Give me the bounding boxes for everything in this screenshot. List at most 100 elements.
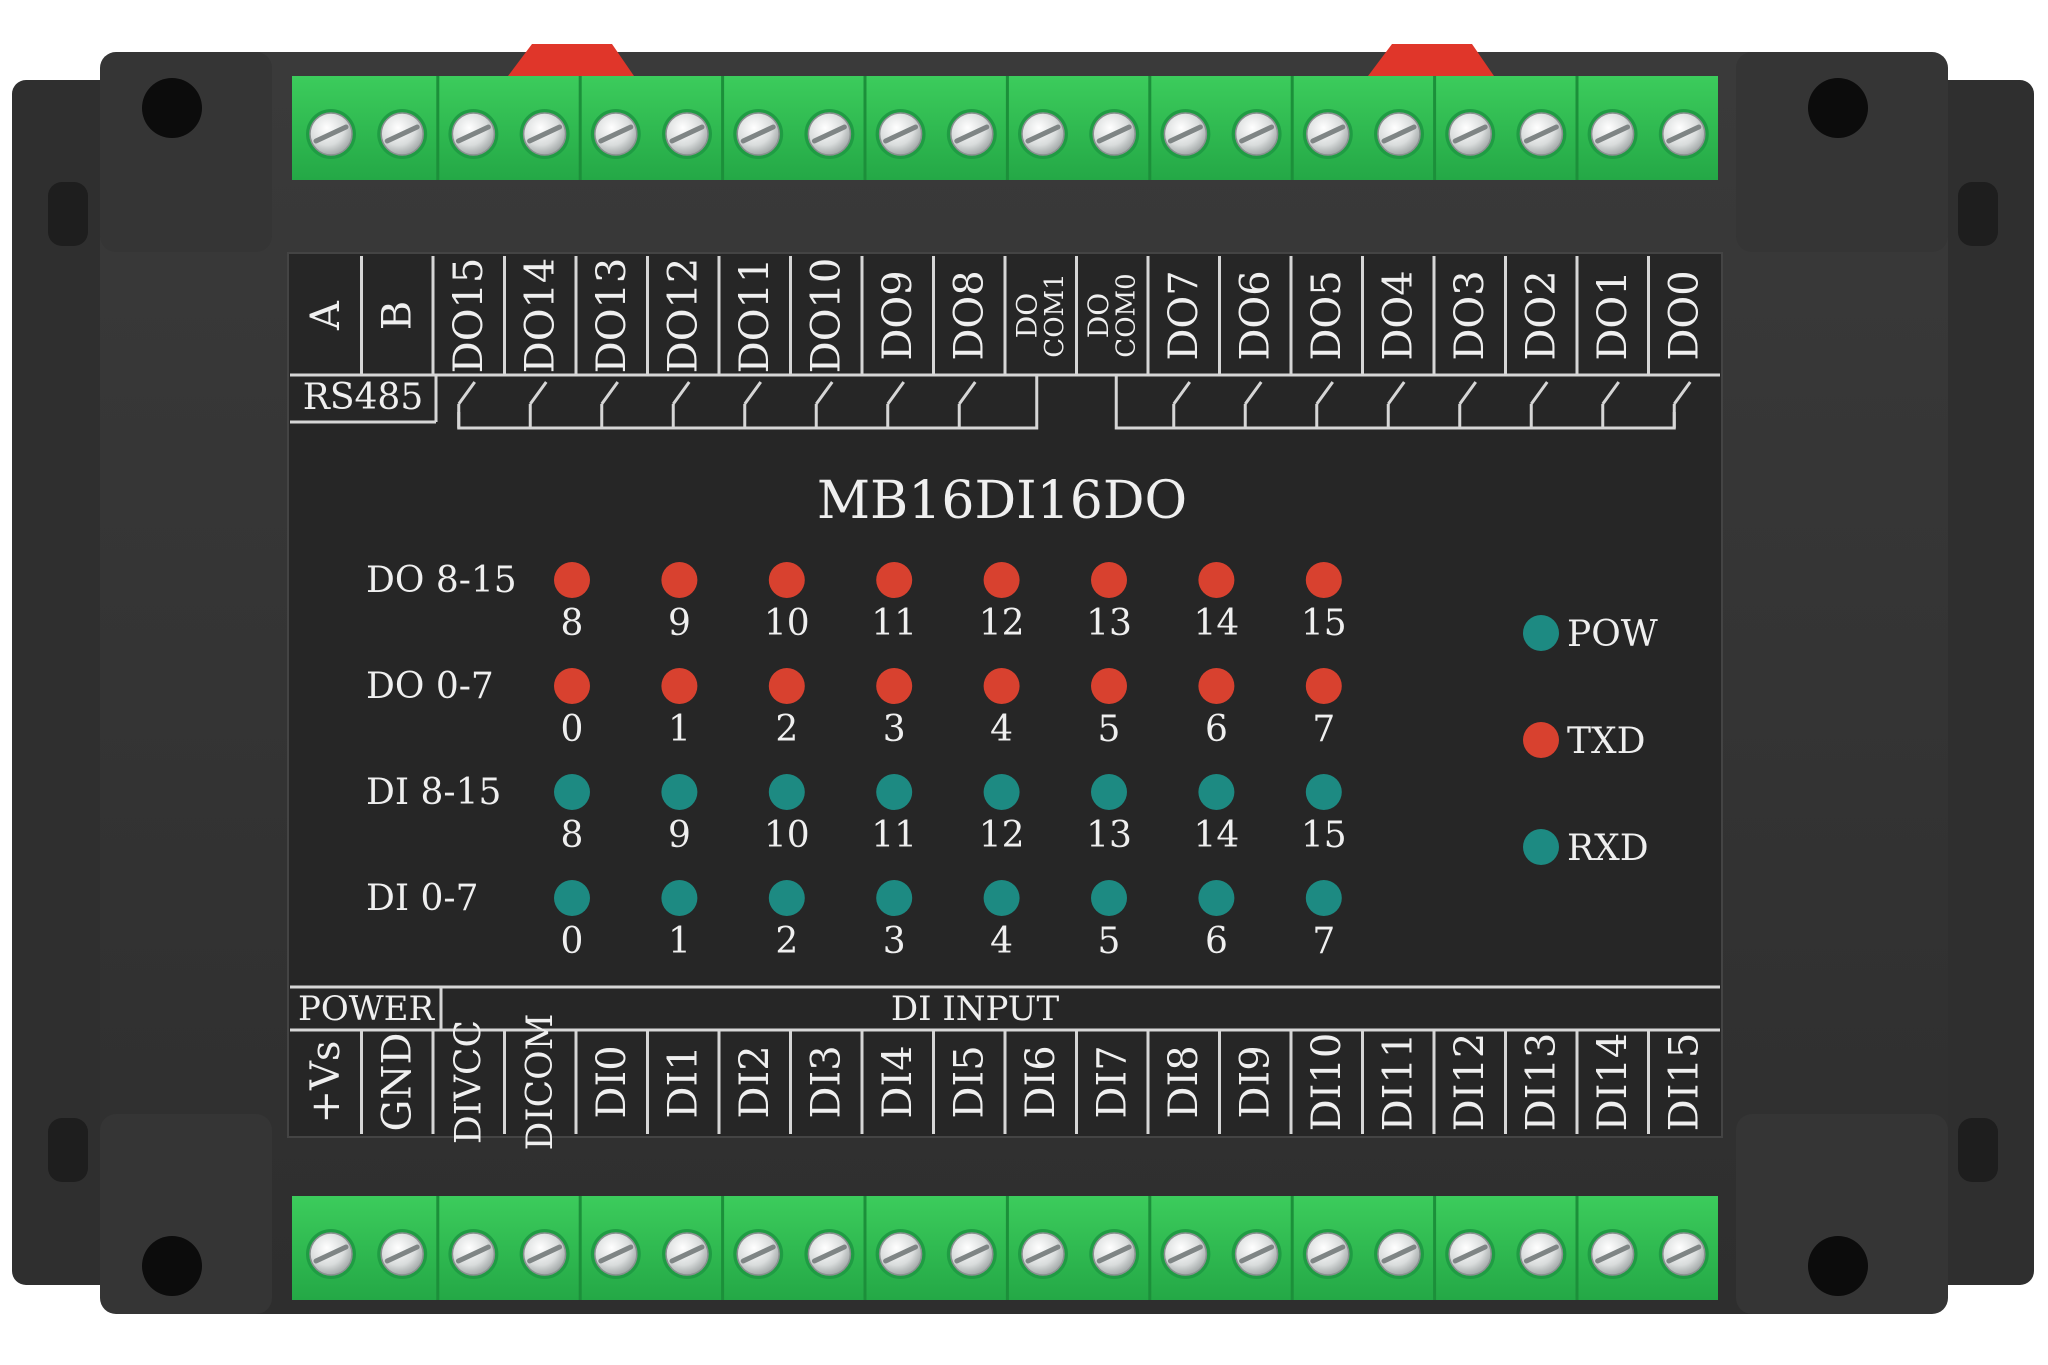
led-indicator bbox=[768, 880, 805, 916]
terminal-screw-icon[interactable] bbox=[1516, 1229, 1567, 1279]
terminal-screw-icon[interactable] bbox=[875, 109, 926, 159]
top-terminal-label: DO5 bbox=[1304, 270, 1350, 360]
terminal-screw-icon[interactable] bbox=[1587, 1229, 1638, 1279]
led-indicator bbox=[554, 880, 590, 916]
top-terminal-housing bbox=[292, 76, 1718, 180]
terminal-screw-icon[interactable] bbox=[662, 1229, 712, 1279]
terminal-screw-icon[interactable] bbox=[1445, 1229, 1496, 1279]
terminal-screw-icon[interactable] bbox=[1374, 1229, 1424, 1279]
terminal-screw-icon[interactable] bbox=[519, 109, 570, 159]
terminal-screw-icon[interactable] bbox=[1658, 1229, 1709, 1279]
bottom-terminal-label: DI8 bbox=[1161, 1045, 1207, 1118]
led-indicator bbox=[661, 774, 698, 810]
led-row-label: DI 0-7 bbox=[366, 878, 479, 919]
release-tabs bbox=[508, 44, 1494, 76]
bottom-terminal-label: DI12 bbox=[1447, 1033, 1493, 1132]
led-indicator bbox=[768, 562, 805, 598]
bottom-terminal-label: DIVCC bbox=[448, 1020, 489, 1144]
terminal-screw-icon[interactable] bbox=[875, 1229, 926, 1279]
terminal-screw-icon[interactable] bbox=[946, 1229, 997, 1279]
led-channel-number: 4 bbox=[990, 921, 1013, 962]
terminal-screw-icon[interactable] bbox=[1089, 1229, 1140, 1279]
terminal-screw-icon[interactable] bbox=[590, 1229, 641, 1279]
bottom-terminal-label: DI13 bbox=[1518, 1033, 1564, 1132]
terminal-screw-icon[interactable] bbox=[448, 109, 499, 159]
relay-contact-icon bbox=[1243, 381, 1263, 412]
led-channel-number: 13 bbox=[1086, 815, 1132, 856]
top-terminal-block bbox=[292, 76, 1718, 180]
led-channel-number: 9 bbox=[668, 603, 691, 644]
terminal-screw-icon[interactable] bbox=[377, 109, 428, 159]
led-channel-number: 8 bbox=[561, 815, 584, 856]
bottom-terminal-housing bbox=[292, 1196, 1718, 1300]
status-led-indicator bbox=[1523, 829, 1559, 865]
led-channel-number: 0 bbox=[561, 921, 584, 962]
terminal-screw-icon[interactable] bbox=[1587, 109, 1638, 159]
terminal-screw-icon[interactable] bbox=[1374, 109, 1424, 159]
status-led-label: RXD bbox=[1567, 828, 1649, 869]
terminal-screw-icon[interactable] bbox=[1160, 109, 1211, 159]
led-channel-number: 0 bbox=[561, 709, 584, 750]
terminal-screw-icon[interactable] bbox=[1445, 109, 1496, 159]
top-terminal-label: DO11 bbox=[732, 258, 778, 374]
terminal-screw-icon[interactable] bbox=[1302, 1229, 1353, 1279]
top-terminal-label: COM0 bbox=[1111, 273, 1141, 357]
terminal-screw-icon[interactable] bbox=[1516, 109, 1567, 159]
led-channel-number: 2 bbox=[775, 709, 798, 750]
bottom-terminal-label: DICOM bbox=[520, 1013, 561, 1150]
led-channel-number: 10 bbox=[764, 603, 810, 644]
relay-contact-icon bbox=[1529, 381, 1549, 412]
led-indicator bbox=[1091, 774, 1127, 810]
terminal-screw-icon[interactable] bbox=[662, 109, 712, 159]
terminal-screw-icon[interactable] bbox=[1302, 109, 1353, 159]
terminal-screw-icon[interactable] bbox=[733, 109, 784, 159]
relay-contact-icon bbox=[1386, 381, 1406, 412]
status-led-label: POW bbox=[1567, 614, 1658, 655]
top-terminal-label: B bbox=[374, 301, 420, 330]
led-channel-number: 5 bbox=[1098, 709, 1121, 750]
terminal-screw-icon[interactable] bbox=[1658, 109, 1709, 159]
terminal-screw-icon[interactable] bbox=[1231, 109, 1282, 159]
led-indicator bbox=[768, 774, 805, 810]
led-indicator bbox=[983, 880, 1020, 916]
terminal-screw-icon[interactable] bbox=[804, 1229, 855, 1279]
terminal-screw-icon[interactable] bbox=[377, 1229, 428, 1279]
relay-contact-icon bbox=[957, 381, 977, 412]
top-terminal-label: DO2 bbox=[1518, 270, 1564, 360]
led-indicator bbox=[1305, 880, 1342, 916]
terminal-screw-icon[interactable] bbox=[733, 1229, 784, 1279]
relay-contact-icon bbox=[671, 381, 691, 412]
led-channel-number: 1 bbox=[668, 921, 691, 962]
terminal-screw-icon[interactable] bbox=[590, 109, 641, 159]
terminal-screw-icon[interactable] bbox=[1160, 1229, 1211, 1279]
terminal-screw-icon[interactable] bbox=[519, 1229, 570, 1279]
status-led-label: TXD bbox=[1567, 721, 1646, 762]
led-channel-number: 11 bbox=[871, 815, 917, 856]
led-channel-number: 10 bbox=[764, 815, 810, 856]
terminal-screw-icon[interactable] bbox=[1089, 109, 1140, 159]
bottom-terminal-label: DI0 bbox=[589, 1045, 635, 1118]
relay-contact-icon bbox=[1672, 381, 1692, 412]
terminal-screw-icon[interactable] bbox=[1018, 109, 1068, 159]
terminal-screw-icon[interactable] bbox=[448, 1229, 499, 1279]
led-channel-number: 7 bbox=[1312, 709, 1335, 750]
terminal-screw-icon[interactable] bbox=[306, 1229, 356, 1279]
led-channel-number: 15 bbox=[1301, 815, 1347, 856]
terminal-screw-icon[interactable] bbox=[1231, 1229, 1282, 1279]
top-terminal-label: DO9 bbox=[875, 270, 921, 360]
terminal-screw-icon[interactable] bbox=[1018, 1229, 1068, 1279]
top-terminal-label: COM1 bbox=[1040, 273, 1070, 357]
bottom-terminal-label: DI11 bbox=[1375, 1033, 1421, 1132]
terminal-screw-icon[interactable] bbox=[946, 109, 997, 159]
terminal-screw-icon[interactable] bbox=[804, 109, 855, 159]
terminal-screw-icon[interactable] bbox=[306, 109, 356, 159]
status-led: RXD bbox=[1523, 828, 1649, 869]
bottom-terminal-label: DI4 bbox=[875, 1045, 921, 1118]
led-channel-number: 3 bbox=[883, 709, 906, 750]
top-terminal-label: DO4 bbox=[1375, 270, 1421, 360]
status-led: POW bbox=[1523, 614, 1658, 655]
